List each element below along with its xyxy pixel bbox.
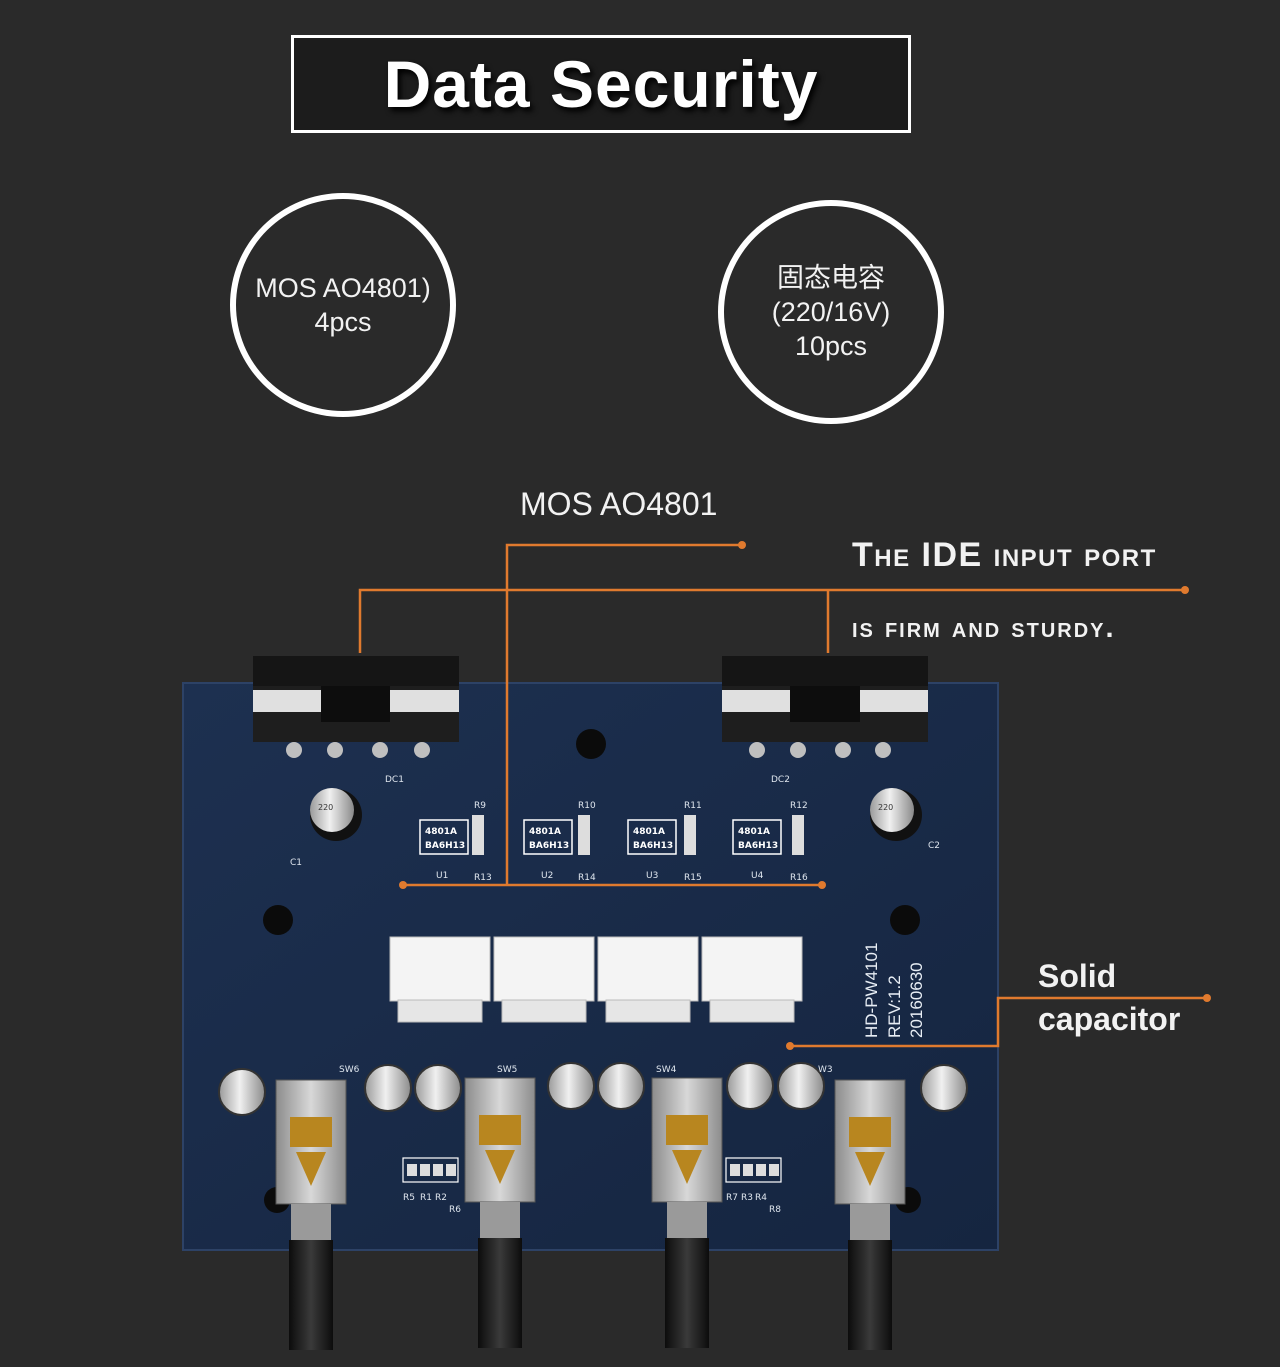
push-switch-sw6: [275, 1079, 347, 1350]
sw5-label: SW5: [497, 1065, 517, 1075]
svg-text:220: 220: [878, 803, 893, 812]
push-switch-sw3: [834, 1079, 906, 1350]
svg-text:4801A: 4801A: [738, 827, 770, 837]
r15-label: R15: [684, 873, 702, 883]
r2-label: R2: [435, 1193, 447, 1203]
u2-label: U2: [541, 871, 553, 881]
r14-label: R14: [578, 873, 596, 883]
push-switch-sw5: [464, 1077, 536, 1348]
mounting-hole: [890, 905, 920, 935]
solid-callout-line2: capacitor: [1038, 1001, 1181, 1037]
u3-label: U3: [646, 871, 658, 881]
ic-u1: 4801A BA6H13: [419, 815, 484, 855]
solid-callout-line1: Solid: [1038, 958, 1117, 994]
ic-u4: 4801A BA6H13: [732, 815, 804, 855]
u1-label: U1: [436, 871, 448, 881]
ide-connector-3: [597, 936, 699, 1023]
mounting-hole: [263, 905, 293, 935]
sw6-label: SW6: [339, 1065, 360, 1075]
svg-text:BA6H13: BA6H13: [425, 841, 465, 851]
board-date-text: 20160630: [907, 962, 926, 1038]
ide-callout-line2: is firm and sturdy.: [852, 612, 1116, 644]
svg-text:220: 220: [318, 803, 333, 812]
capacitor-spec-circle: 固态电容 (220/16V) 10pcs: [718, 200, 944, 424]
c2-label: C2: [928, 841, 940, 851]
svg-text:4801A: 4801A: [425, 827, 457, 837]
r7-label: R7: [726, 1193, 738, 1203]
u4-label: U4: [751, 871, 764, 881]
mos-callout-label: MOS AO4801: [520, 486, 718, 522]
resistor-group-1: [402, 1157, 459, 1183]
ide-connector-1: [389, 936, 491, 1023]
r9-label: R9: [474, 801, 486, 811]
title-box: Data Security: [291, 35, 911, 133]
capacitor-c1: 220: [310, 788, 362, 841]
ide-connector-2: [493, 936, 595, 1023]
r11-label: R11: [684, 801, 702, 811]
resistor-group-2: [725, 1157, 782, 1183]
sw4-label: SW4: [656, 1065, 677, 1075]
svg-text:BA6H13: BA6H13: [633, 841, 673, 851]
capacitor-spec-line2: (220/16V): [771, 297, 891, 327]
mos-spec-line2: 4pcs: [314, 307, 372, 337]
capacitor-spec-line1: 固态电容: [777, 263, 885, 293]
mos-spec-circle: MOS AO4801) 4pcs: [230, 193, 456, 417]
r6-label: R6: [449, 1205, 461, 1215]
board-model-text: HD-PW4101: [862, 943, 881, 1038]
capacitor-bottom: [218, 1062, 968, 1116]
r4-label: R4: [755, 1193, 767, 1203]
r13-label: R13: [474, 873, 492, 883]
svg-text:4801A: 4801A: [633, 827, 665, 837]
r16-label: R16: [790, 873, 808, 883]
mos-spec-line1: MOS AO4801): [255, 273, 431, 303]
r12-label: R12: [790, 801, 808, 811]
r10-label: R10: [578, 801, 596, 811]
push-switch-sw4: [651, 1077, 723, 1348]
r8-label: R8: [769, 1205, 781, 1215]
board-rev-text: REV:1.2: [885, 975, 904, 1038]
sw3-label: W3: [818, 1065, 833, 1075]
svg-text:BA6H13: BA6H13: [738, 841, 778, 851]
ide-connector-4: [701, 936, 803, 1023]
c1-label: C1: [290, 858, 302, 868]
ic-u3: 4801A BA6H13: [627, 815, 696, 855]
ide-callout-line1: The IDE input port: [852, 536, 1157, 574]
power-connector-dc1: [253, 656, 459, 758]
r1-label: R1: [420, 1193, 432, 1203]
callout-lines: [358, 543, 1207, 1048]
power-connector-dc2: [722, 656, 928, 758]
r3-label: R3: [741, 1193, 753, 1203]
r5-label: R5: [403, 1193, 415, 1203]
svg-text:BA6H13: BA6H13: [529, 841, 569, 851]
capacitor-c2: 220: [870, 788, 922, 841]
page-title: Data Security: [383, 47, 819, 121]
svg-text:4801A: 4801A: [529, 827, 561, 837]
dc1-label: DC1: [385, 775, 404, 785]
dc2-label: DC2: [771, 775, 790, 785]
mounting-hole: [576, 729, 606, 759]
capacitor-spec-line3: 10pcs: [794, 331, 868, 361]
callout-endpoints: [399, 541, 1211, 1050]
ic-u2: 4801A BA6H13: [523, 815, 590, 855]
